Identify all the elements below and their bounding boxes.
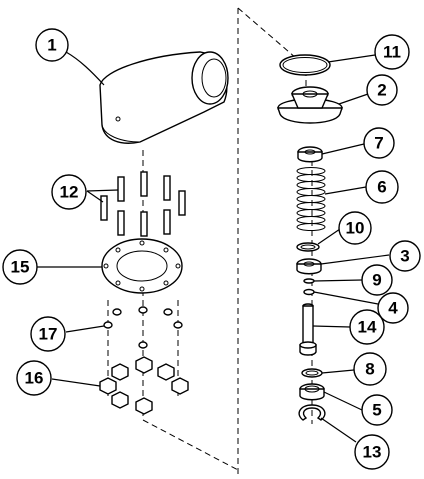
callout-1: 1 (35, 28, 69, 62)
callout-7-label: 7 (374, 134, 383, 153)
callout-14-label: 14 (358, 318, 377, 337)
part-seat (296, 258, 322, 275)
leader-lines (36, 51, 390, 443)
callout-12-label: 12 (60, 183, 79, 202)
callout-12: 12 (51, 174, 87, 210)
part-small-ring (303, 278, 315, 284)
callout-2: 2 (366, 74, 398, 106)
callout-1-label: 1 (47, 36, 56, 55)
callout-2-label: 2 (377, 81, 386, 100)
part-bushing (299, 383, 325, 401)
part-housing (99, 51, 229, 144)
part-snap-ring (298, 404, 326, 421)
part-spring (296, 167, 326, 231)
callout-7: 7 (363, 127, 395, 159)
part-o-ring-small (303, 288, 315, 296)
callout-15: 15 (2, 249, 38, 285)
part-ring-lower (301, 368, 323, 378)
part-washers (103, 306, 183, 349)
callout-13: 13 (354, 434, 390, 470)
callout-3: 3 (389, 240, 421, 272)
callout-13-label: 13 (363, 443, 382, 462)
callout-6-label: 6 (377, 178, 386, 197)
callout-9: 9 (361, 264, 393, 296)
callout-11-label: 11 (383, 43, 401, 62)
part-cap (277, 86, 343, 124)
callout-17: 17 (30, 316, 66, 352)
callout-6: 6 (365, 170, 399, 204)
callout-16-label: 16 (25, 369, 44, 388)
part-gasket (101, 238, 183, 294)
part-stem (299, 303, 317, 356)
callout-10: 10 (338, 211, 372, 245)
part-nuts (99, 356, 189, 415)
callout-10-label: 10 (346, 219, 365, 238)
callout-8-label: 8 (365, 360, 374, 379)
callout-17-label: 17 (39, 325, 58, 344)
callout-5: 5 (361, 394, 393, 426)
part-o-ring (279, 54, 331, 76)
part-retainer (297, 146, 323, 163)
callout-4: 4 (377, 292, 409, 324)
part-ring (296, 242, 320, 252)
callout-11: 11 (374, 34, 410, 70)
callout-15-label: 15 (11, 258, 30, 277)
part-studs (100, 171, 186, 237)
callout-5-label: 5 (372, 401, 381, 420)
callout-8: 8 (353, 352, 387, 386)
callout-9-label: 9 (372, 271, 381, 290)
callout-14: 14 (349, 309, 385, 345)
callout-16: 16 (16, 360, 52, 396)
callout-3-label: 3 (400, 247, 409, 266)
callout-4-label: 4 (388, 299, 398, 318)
